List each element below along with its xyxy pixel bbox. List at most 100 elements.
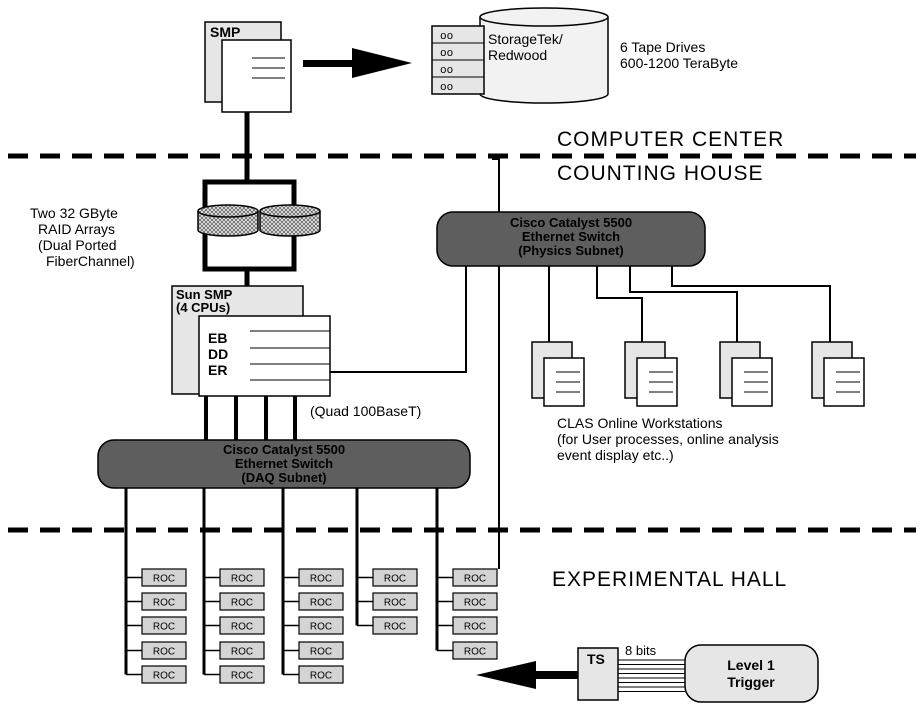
workstations-label-line1: CLAS Online Workstations	[557, 415, 722, 431]
roc-crate	[452, 616, 498, 635]
raid-array-1	[197, 204, 259, 237]
roc-crate	[141, 592, 187, 611]
roc-column-3: ROC ROC ROC ROC ROC	[281, 488, 344, 684]
tape-drive-1: oo	[440, 31, 453, 43]
tape-drive-panel	[431, 25, 485, 95]
roc-crate	[298, 568, 344, 587]
roc-crate	[372, 616, 418, 635]
roc-label: ROC	[310, 622, 332, 633]
roc-label: ROC	[310, 647, 332, 658]
workstations-label-line2: (for User processes, online analysis	[557, 431, 779, 447]
roc-crate	[452, 568, 498, 587]
daq-switch-line1: Cisco Catalyst 5500	[223, 442, 345, 457]
physics-switch-line2: Ethernet Switch	[522, 229, 620, 244]
online-workstations	[531, 341, 865, 407]
sun-smp-label-line1: Sun SMP	[176, 287, 233, 302]
workstation-1	[531, 341, 585, 407]
roc-crate	[141, 641, 187, 660]
roc-label: ROC	[384, 598, 406, 609]
roc-crate	[298, 665, 344, 684]
storage-desc-line1: 6 Tape Drives	[620, 39, 705, 55]
sun-smp-server	[171, 285, 331, 397]
trigger-supervisor	[577, 647, 619, 701]
storage-desc-line2: 600-1200 TeraByte	[620, 55, 738, 71]
raid-label-line4: FiberChannel)	[46, 253, 135, 269]
roc-label: ROC	[231, 622, 253, 633]
storagetek-silo	[479, 7, 609, 104]
daq-switch-line2: Ethernet Switch	[235, 456, 333, 471]
roc-label: ROC	[153, 647, 175, 658]
tape-drive-2: oo	[440, 48, 453, 60]
roc-label: ROC	[153, 622, 175, 633]
trigger-label-line1: Level 1	[727, 657, 775, 673]
physics-switch-line1: Cisco Catalyst 5500	[510, 215, 632, 230]
bus-bits-label: 8 bits	[625, 643, 657, 658]
roc-crate	[141, 665, 187, 684]
roc-crate	[452, 641, 498, 660]
roc-crate	[219, 665, 265, 684]
roc-column-2: ROC ROC ROC ROC ROC	[202, 488, 265, 684]
roc-column-1: ROC ROC ROC ROC ROC	[124, 488, 187, 684]
smp-label: SMP	[210, 24, 240, 40]
roc-label: ROC	[310, 671, 332, 682]
workstation-4	[811, 341, 865, 407]
ts-label: TS	[587, 651, 605, 667]
roc-label: ROC	[310, 574, 332, 585]
roc-label: ROC	[231, 671, 253, 682]
zone-label-experimental-hall: EXPERIMENTAL HALL	[552, 568, 787, 591]
process-eb: EB	[208, 330, 227, 346]
roc-crate	[298, 641, 344, 660]
roc-column-5: ROC ROC ROC ROC	[435, 488, 498, 660]
roc-crate	[219, 592, 265, 611]
roc-crate	[372, 568, 418, 587]
level1-trigger	[684, 644, 819, 703]
quad-100baset-label: (Quad 100BaseT)	[310, 403, 421, 419]
roc-crates: ROCROCROCROCROCROCROCROCROCROCROCROCROCR…	[124, 488, 498, 684]
raid-label-line1: Two 32 GByte	[30, 205, 118, 221]
roc-column-4: ROC ROC ROC	[355, 488, 418, 635]
roc-label: ROC	[310, 598, 332, 609]
process-dd: DD	[208, 346, 228, 362]
raid-label-line2: RAID Arrays	[38, 221, 115, 237]
storage-name-line1: StorageTek/	[488, 31, 563, 47]
roc-crate	[141, 568, 187, 587]
physics-switch-line3: (Physics Subnet)	[518, 243, 623, 258]
process-er: ER	[208, 362, 227, 378]
smp-server	[204, 21, 292, 113]
roc-label: ROC	[153, 598, 175, 609]
network-links	[330, 158, 831, 569]
8-bit-bus	[618, 659, 685, 692]
raid-label-line3: (Dual Ported	[38, 237, 117, 253]
roc-label: ROC	[231, 598, 253, 609]
roc-label: ROC	[231, 647, 253, 658]
roc-crate	[298, 616, 344, 635]
roc-crate	[298, 592, 344, 611]
physics-switch	[436, 211, 706, 267]
roc-label: ROC	[153, 671, 175, 682]
roc-label: ROC	[464, 622, 486, 633]
tape-drive-3: oo	[440, 65, 453, 77]
sun-smp-label-line2: (4 CPUs)	[176, 300, 230, 315]
roc-label: ROC	[464, 574, 486, 585]
workstation-3	[719, 341, 773, 407]
roc-label: ROC	[384, 574, 406, 585]
storage-name-line2: Redwood	[488, 47, 547, 63]
roc-label: ROC	[231, 574, 253, 585]
zone-label-counting-house: COUNTING HOUSE	[557, 162, 764, 185]
roc-crate	[219, 641, 265, 660]
zone-label-computer-center: COMPUTER CENTER	[557, 128, 784, 151]
workstation-2	[624, 341, 678, 407]
roc-crate	[219, 568, 265, 587]
roc-label: ROC	[153, 574, 175, 585]
roc-crate	[141, 616, 187, 635]
roc-crate	[372, 592, 418, 611]
roc-label: ROC	[464, 598, 486, 609]
workstations-label-line3: event display etc..)	[557, 447, 674, 463]
roc-label: ROC	[464, 647, 486, 658]
raid-array-2	[259, 204, 321, 237]
quad-100baset-links	[204, 396, 297, 440]
roc-label: ROC	[384, 622, 406, 633]
daq-switch-line3: (DAQ Subnet)	[241, 470, 326, 485]
